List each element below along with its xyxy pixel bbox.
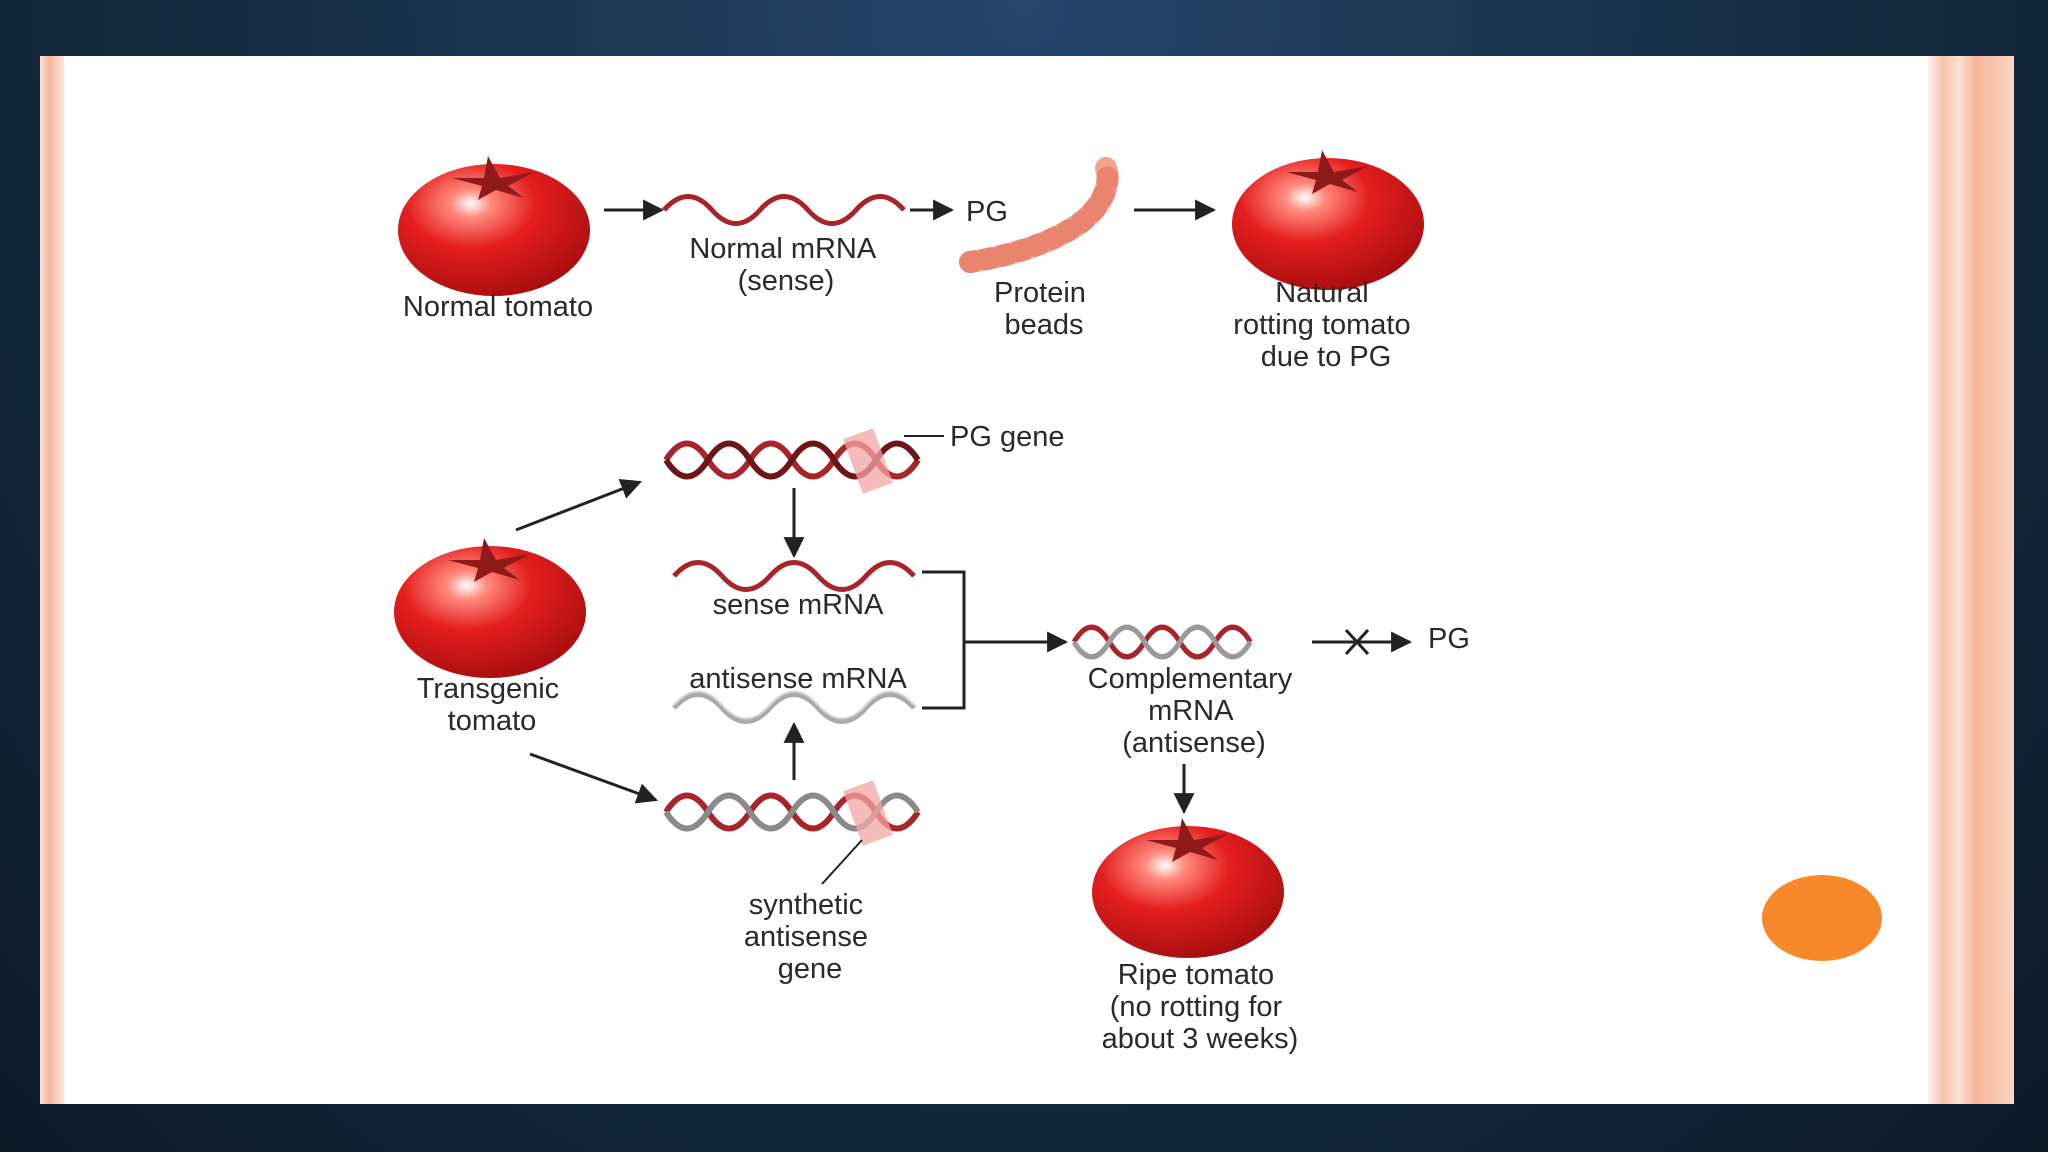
synthetic-gene-leader-line — [821, 839, 863, 885]
right-decorative-stripe — [1928, 56, 2014, 1104]
protein-beads-label: Protein beads — [994, 277, 1094, 341]
sense-mrna-label: sense mRNA — [713, 589, 884, 621]
complementary-helix-icon — [1071, 624, 1253, 660]
complementary-mrna-label: Complementary mRNA (antisense) — [1088, 663, 1301, 759]
synthetic-gene-marker — [843, 780, 893, 846]
rotting-tomato-icon — [1232, 150, 1424, 290]
mrna-wave-icon — [664, 197, 904, 224]
pg-gene-marker — [843, 428, 893, 494]
normal-tomato-label: Normal tomato — [403, 291, 593, 323]
mrna-wave-icon — [674, 563, 914, 590]
tomato-icon — [394, 538, 586, 678]
protein-beads-icon — [959, 157, 1119, 273]
pg-gene-label: PG gene — [950, 421, 1064, 453]
transgenic-tomato-label: Transgenic tomato — [417, 673, 567, 737]
natural-rotting-label: Natural rotting tomato due to PG — [1233, 277, 1418, 373]
bracket — [922, 570, 966, 710]
slide — [40, 56, 2014, 1104]
block-cross-icon — [1344, 628, 1370, 656]
pg-blocked-label: PG — [1428, 623, 1470, 655]
normal-mrna-label: Normal mRNA (sense) — [689, 233, 882, 297]
orange-accent-dot — [1762, 875, 1882, 961]
antisense-wave-icon — [672, 690, 916, 724]
pg-product-label: PG — [966, 196, 1008, 228]
tomato-icon — [398, 156, 590, 296]
arrow — [529, 752, 658, 804]
ripe-tomato-icon — [1092, 818, 1284, 958]
ripe-tomato-label: Ripe tomato (no rotting for about 3 week… — [1102, 959, 1299, 1055]
synthetic-gene-label: synthetic antisense gene — [744, 889, 876, 985]
left-decorative-stripe — [40, 56, 64, 1104]
antisense-mrna-label: antisense mRNA — [689, 663, 907, 695]
arrow — [515, 479, 642, 532]
